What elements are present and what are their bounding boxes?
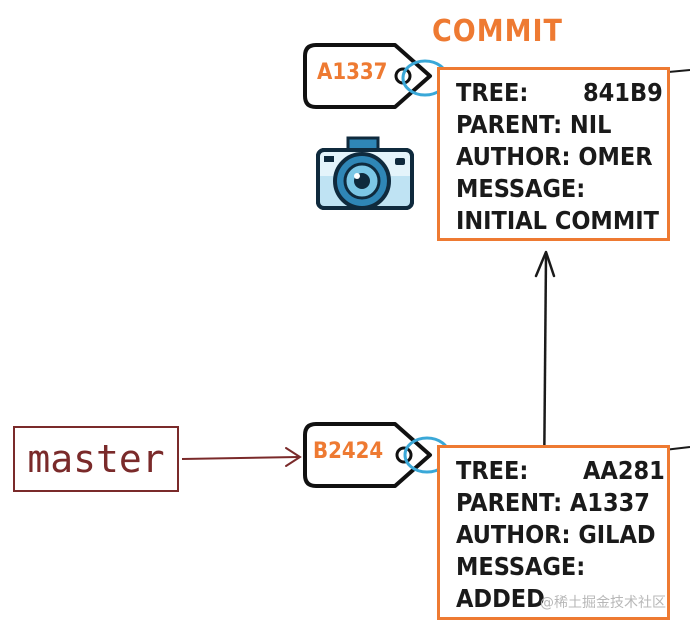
branch-pointer-arrow [181, 447, 302, 467]
parent-field: PARENT: A1337 [456, 488, 650, 517]
message-label: MESSAGE: [456, 552, 586, 581]
author-field: AUTHOR: OMER [456, 142, 653, 171]
commit-box-b2424: TREE: AA281 PARENT: A1337 AUTHOR: GILAD … [437, 445, 670, 620]
tag-shape-a1337 [303, 43, 449, 109]
author-field: AUTHOR: GILAD [456, 520, 656, 549]
camera-icon [316, 136, 414, 210]
tag-shape-b2424 [303, 422, 451, 488]
tree-hash: AA281 [583, 456, 665, 485]
tree-hash: 841B9 [583, 78, 663, 107]
message-value: ADDED [456, 584, 545, 613]
branch-box-master: master [13, 426, 179, 492]
parent-field: PARENT: NIL [456, 110, 612, 139]
commit-box-a1337: TREE: 841B9 PARENT: NIL AUTHOR: OMER MES… [437, 67, 670, 241]
message-label: MESSAGE: [456, 174, 586, 203]
watermark: @稀土掘金技术社区 [540, 595, 666, 611]
diagram-heading: COMMIT [432, 14, 563, 49]
branch-label: master [27, 437, 165, 481]
tree-field: TREE: 841B9 [456, 78, 663, 108]
message-value: INITIAL COMMIT [456, 206, 659, 235]
commit-tag-label: B2424 [313, 439, 384, 464]
tree-label: TREE: [456, 78, 529, 107]
tree-field: TREE: AA281 [456, 456, 665, 486]
commit-tag-label: A1337 [317, 60, 388, 85]
tree-label: TREE: [456, 456, 529, 485]
